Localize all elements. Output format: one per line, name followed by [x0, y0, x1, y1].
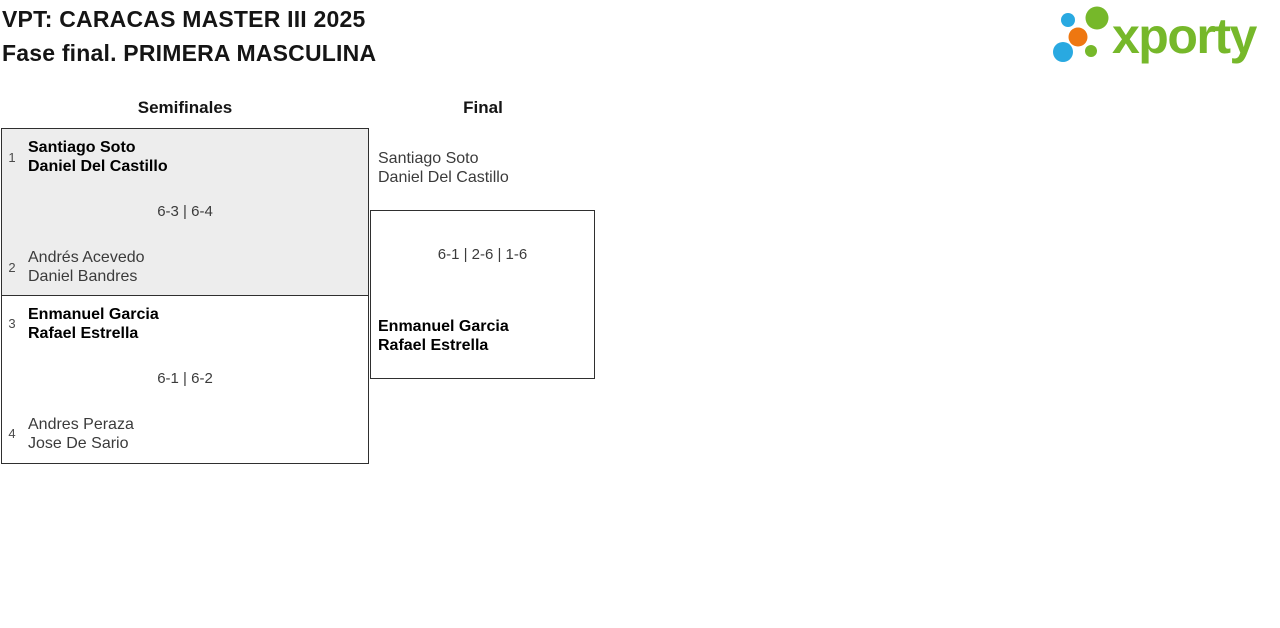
player-name: Daniel Bandres: [28, 268, 138, 285]
match-semifinal-1: 1 Santiago Soto Daniel Del Castillo 6-3 …: [2, 129, 368, 296]
team-pair-seed4: 4 Andres Peraza Jose De Sario: [5, 415, 134, 453]
xporty-logo-graphic: xporty: [1053, 6, 1259, 64]
player-name: Andrés Acevedo: [28, 249, 145, 266]
team-names-winner: Santiago Soto Daniel Del Castillo: [28, 138, 168, 176]
logo-dots-icon: [1053, 6, 1109, 62]
seed-number: 1: [8, 149, 16, 165]
match-semifinal-2: 3 Enmanuel Garcia Rafael Estrella 6-1 | …: [2, 295, 368, 462]
team-names: Andrés Acevedo Daniel Bandres: [28, 248, 145, 286]
team-names-winner: Enmanuel Garcia Rafael Estrella: [28, 305, 159, 343]
round-header-final: Final: [463, 98, 503, 117]
xporty-logo[interactable]: xporty: [1042, 0, 1280, 70]
team-names: Andres Peraza Jose De Sario: [28, 415, 134, 453]
round-header-semifinales: Semifinales: [137, 98, 233, 117]
final-score: 6-1 | 2-6 | 1-6: [437, 246, 528, 263]
player-name: Jose De Sario: [28, 434, 129, 452]
team-pair-seed2: 2 Andrés Acevedo Daniel Bandres: [5, 248, 145, 286]
player-name: Andres Peraza: [28, 415, 134, 433]
seed-number: 4: [8, 426, 16, 441]
player-name: Santiago Soto: [378, 150, 479, 167]
player-name: Enmanuel Garcia: [28, 305, 159, 323]
seed-number: 2: [8, 259, 16, 275]
player-name: Enmanuel Garcia: [378, 318, 509, 335]
final-team-top: Santiago Soto Daniel Del Castillo: [378, 149, 509, 187]
phase-title: Fase final. PRIMERA MASCULINA: [2, 40, 377, 66]
match-score: 6-3 | 6-4: [157, 203, 213, 220]
player-name: Rafael Estrella: [378, 337, 489, 354]
player-name: Daniel Del Castillo: [378, 169, 509, 186]
final-team-bottom-winner: Enmanuel Garcia Rafael Estrella: [378, 317, 509, 355]
match-final: 6-1 | 2-6 | 1-6 Enmanuel Garcia Rafael E…: [370, 210, 595, 379]
tournament-title: VPT: CARACAS MASTER III 2025: [2, 6, 366, 32]
player-name: Santiago Soto: [28, 139, 136, 156]
team-pair-seed1: 1 Santiago Soto Daniel Del Castillo: [5, 138, 168, 176]
match-score: 6-1 | 6-2: [157, 369, 213, 387]
team-pair-seed3: 3 Enmanuel Garcia Rafael Estrella: [5, 305, 159, 343]
semifinals-column: 1 Santiago Soto Daniel Del Castillo 6-3 …: [1, 128, 369, 464]
player-name: Rafael Estrella: [28, 324, 139, 342]
seed-number: 3: [8, 316, 16, 331]
page-title: VPT: CARACAS MASTER III 2025 Fase final.…: [2, 2, 376, 70]
logo-wordmark: xporty: [1112, 8, 1258, 64]
player-name: Daniel Del Castillo: [28, 158, 168, 175]
